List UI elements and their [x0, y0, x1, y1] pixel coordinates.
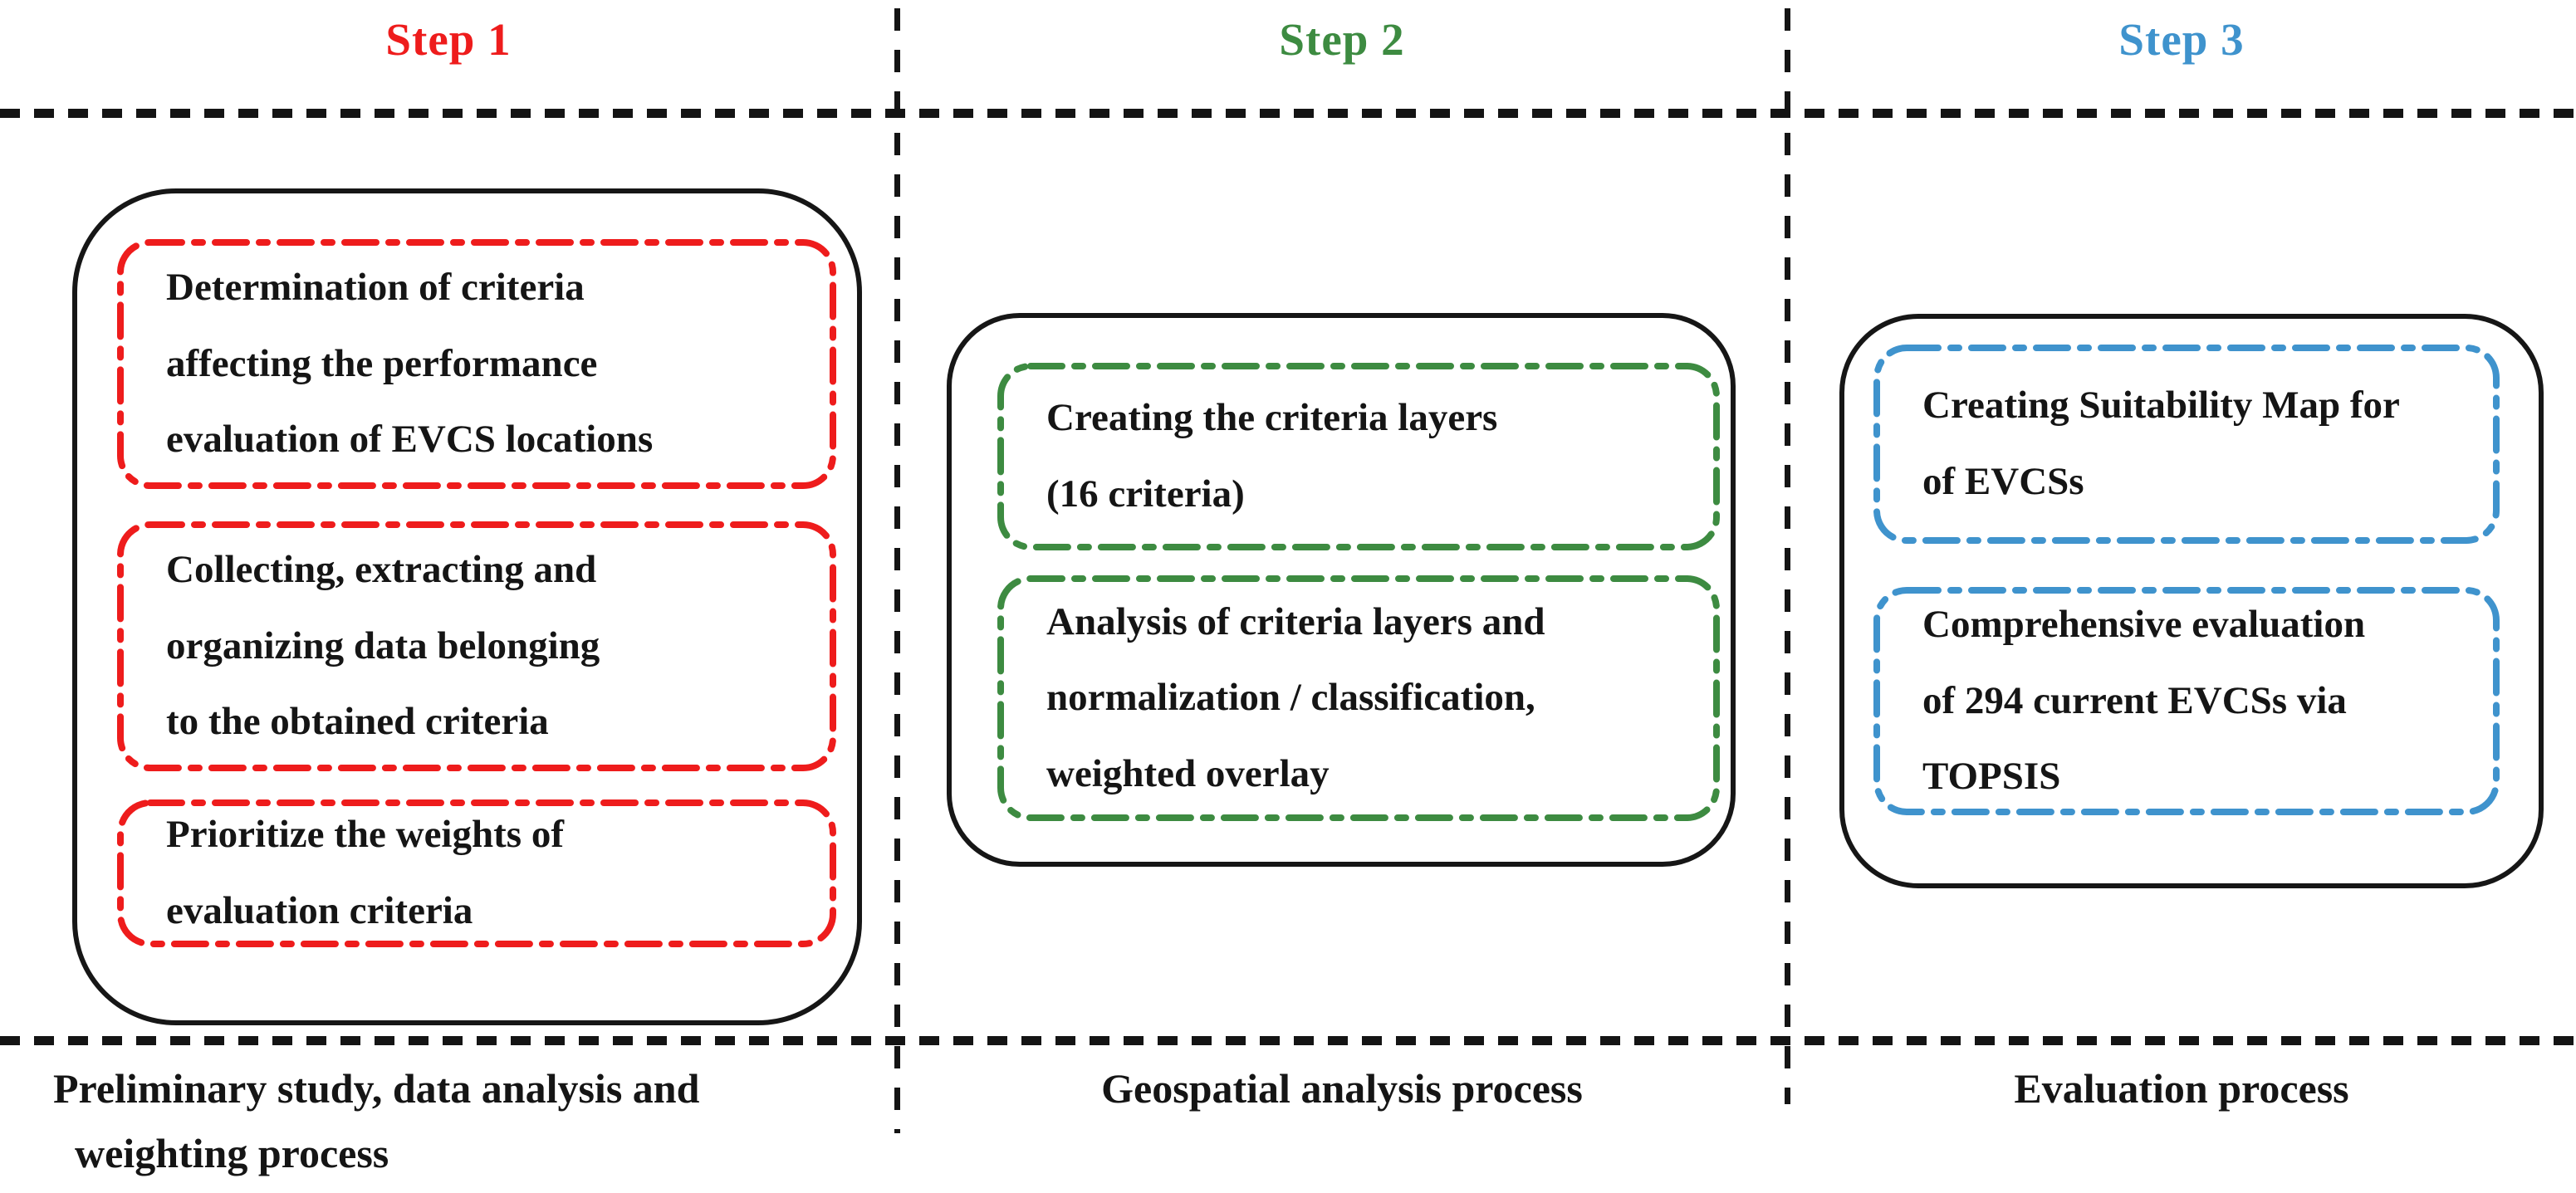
task-text-line: evaluation of EVCS locations [166, 418, 654, 462]
step1-task-box-3: Prioritize the weights of evaluation cri… [116, 799, 837, 948]
process-label-line: weighting process [75, 1130, 389, 1176]
step2-heading: Step 2 [1279, 14, 1405, 65]
task-text-line: Analysis of criteria layers and [1046, 599, 1545, 643]
step2-process-label: Geospatial analysis process [897, 1056, 1787, 1121]
task-text-line: of EVCSs [1922, 460, 2084, 503]
task-text-line: to the obtained criteria [166, 700, 549, 744]
task-text-line: Prioritize the weights of [166, 813, 564, 857]
step1-task-box-1: Determination of criteria affecting the … [116, 238, 837, 490]
column-divider-2 [1785, 8, 1790, 1104]
task-text-line: normalization / classification, [1046, 676, 1535, 720]
step2-task-box-1: Creating the criteria layers (16 criteri… [997, 362, 1721, 551]
bottom-dashed-divider [0, 1036, 2576, 1045]
task-text-line: evaluation criteria [166, 889, 473, 932]
task-text-line: Creating the criteria layers [1046, 396, 1498, 440]
step3-heading: Step 3 [2118, 14, 2245, 65]
process-label-line: Geospatial analysis process [1101, 1065, 1583, 1112]
column-divider-1 [894, 8, 900, 1133]
task-text-line: Creating Suitability Map for [1922, 384, 2400, 428]
step3-task-box-1: Creating Suitability Map for of EVCSs [1873, 344, 2500, 545]
top-dashed-divider [0, 109, 2576, 118]
task-text-line: of 294 current EVCSs via [1922, 678, 2347, 722]
task-text-line: affecting the performance [166, 341, 598, 385]
step1-process-label: Preliminary study, data analysis and wei… [53, 1056, 897, 1186]
process-label-line: Preliminary study, data analysis and [53, 1065, 700, 1112]
task-text-line: Comprehensive evaluation [1922, 603, 2366, 647]
step3-process-label: Evaluation process [1787, 1056, 2576, 1121]
step3-task-box-2: Comprehensive evaluation of 294 current … [1873, 586, 2500, 816]
process-label-line: Evaluation process [2014, 1065, 2349, 1112]
task-text-line: TOPSIS [1922, 755, 2061, 799]
step1-heading: Step 1 [385, 14, 512, 65]
task-text-line: weighted overlay [1046, 751, 1330, 795]
task-text-line: (16 criteria) [1046, 472, 1245, 516]
step1-task-box-2: Collecting, extracting and organizing da… [116, 521, 837, 772]
task-text-line: organizing data belonging [166, 623, 600, 667]
task-text-line: Determination of criteria [166, 266, 585, 310]
task-text-line: Collecting, extracting and [166, 548, 597, 592]
step2-task-box-2: Analysis of criteria layers and normaliz… [997, 574, 1721, 822]
